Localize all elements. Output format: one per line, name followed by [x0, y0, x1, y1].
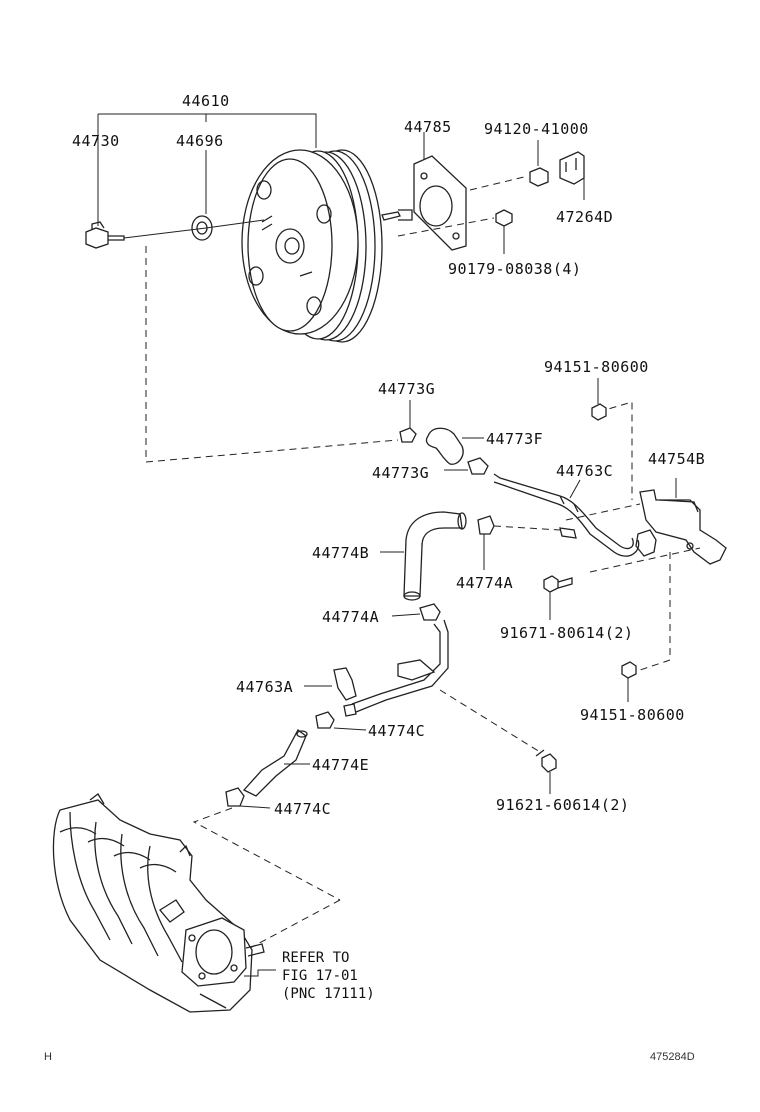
- label-44773G-lower: 44773G: [372, 464, 429, 482]
- clevis-bolt-44730: [85, 221, 125, 249]
- label-47264D: 47264D: [556, 208, 613, 226]
- label-44773F: 44773F: [486, 430, 543, 448]
- label-44773G-upper: 44773G: [378, 380, 435, 398]
- assembly-bracket-44610: [97, 113, 317, 226]
- label-91621-60614: 91621-60614(2): [496, 796, 629, 814]
- gasket-44785: [413, 132, 467, 251]
- label-94151-80600-lower: 94151-80600: [580, 706, 685, 724]
- hose-44774E: [242, 729, 310, 797]
- intake-manifold: [52, 793, 276, 1013]
- label-90179-08038: 90179-08038(4): [448, 260, 581, 278]
- clip-44773G-upper: [399, 400, 417, 443]
- label-44610: 44610: [182, 92, 230, 110]
- bolt-91621-60614: [535, 749, 557, 794]
- refer-note-line-3: (PNC 17111): [282, 986, 375, 1002]
- hose-44774B: [380, 511, 467, 601]
- label-91671-80614: 91671-80614(2): [500, 624, 633, 642]
- refer-note-line-2: FIG 17-01: [282, 968, 358, 984]
- label-44774B: 44774B: [312, 544, 369, 562]
- nut-90179-08038: [397, 209, 513, 254]
- clip-44774C-lower: [225, 787, 271, 809]
- label-44774C-upper: 44774C: [368, 722, 425, 740]
- label-44774C-lower: 44774C: [274, 800, 331, 818]
- label-44730: 44730: [72, 132, 120, 150]
- clip-44774A-upper: [477, 515, 561, 570]
- label-44763C: 44763C: [556, 462, 613, 480]
- bracket-44754B: [635, 478, 727, 565]
- label-44696: 44696: [176, 132, 224, 150]
- clip-44774A-lower: [391, 603, 441, 621]
- grommet-94151-80600-upper: [591, 378, 607, 421]
- bracket-47264D: [559, 151, 585, 200]
- label-44774A-lower: 44774A: [322, 608, 379, 626]
- label-44774E: 44774E: [312, 756, 369, 774]
- label-94151-80600-upper: 94151-80600: [544, 358, 649, 376]
- clip-44773G-lower: [444, 457, 489, 475]
- clip-44774C-upper: [315, 711, 367, 731]
- footer-left-mark: H: [44, 1051, 52, 1063]
- label-44754B: 44754B: [648, 450, 705, 468]
- label-44763A: 44763A: [236, 678, 293, 696]
- vacuum-pipe-44763A: [304, 619, 449, 717]
- label-44785: 44785: [404, 118, 452, 136]
- vacuum-pipe-44763C: [493, 473, 640, 557]
- check-valve-44773F: [425, 427, 484, 465]
- nut-94120-41000: [469, 140, 549, 191]
- label-94120-41000: 94120-41000: [484, 120, 589, 138]
- refer-note-line-1: REFER TO: [282, 950, 349, 966]
- figure-code: 475284D: [650, 1051, 695, 1063]
- grommet-94151-80600-lower: [621, 661, 637, 702]
- label-44774A-upper: 44774A: [456, 574, 513, 592]
- brake-booster: [241, 149, 413, 343]
- bolt-91671-80614: [543, 575, 573, 620]
